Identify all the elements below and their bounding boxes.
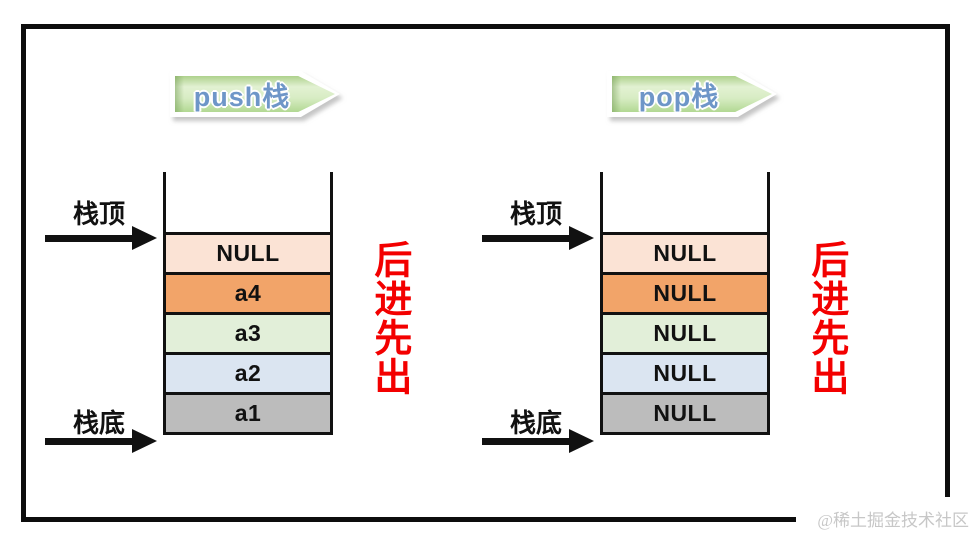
stack-cell: a1	[166, 392, 330, 435]
push-stack-banner-label: push栈	[193, 81, 291, 112]
stack-cell: NULL	[166, 232, 330, 272]
arrow-shaft	[482, 234, 569, 242]
stack-cell: NULL	[603, 392, 767, 435]
arrow-shaft	[45, 437, 132, 445]
stack-top-arrow-icon	[482, 226, 594, 250]
stack-cell: NULL	[603, 232, 767, 272]
arrow-head	[132, 429, 157, 453]
stack-cell: a3	[166, 312, 330, 352]
stack-bottom-arrow-icon	[45, 429, 157, 453]
stack-top-arrow-icon	[45, 226, 157, 250]
stack-cell: NULL	[603, 352, 767, 392]
stack-top-label: 栈顶	[72, 199, 125, 229]
arrow-shaft	[45, 234, 132, 242]
stack-cell: NULL	[603, 312, 767, 352]
banner-arrow-fill	[612, 76, 772, 112]
arrow-head	[569, 429, 594, 453]
stack-cell: NULL	[603, 272, 767, 312]
pop-stack-container: NULL NULL NULL NULL NULL	[600, 172, 770, 435]
arrow-shaft	[482, 437, 569, 445]
arrow-head	[132, 226, 157, 250]
stack-cell: a2	[166, 352, 330, 392]
banner-arrow-fill	[175, 76, 335, 112]
pop-stack-banner-label: pop栈	[638, 81, 720, 112]
stack-empty-space	[166, 172, 330, 232]
lifo-annotation: 后进先出	[804, 240, 847, 396]
stack-cell: a4	[166, 272, 330, 312]
push-stack-container: NULL a4 a3 a2 a1	[163, 172, 333, 435]
arrow-head	[569, 226, 594, 250]
pop-stack-banner: pop栈	[607, 71, 777, 117]
stack-top-label: 栈顶	[509, 199, 562, 229]
stack-bottom-arrow-icon	[482, 429, 594, 453]
push-stack-banner: push栈	[170, 71, 340, 117]
push-stack-panel: push栈 栈顶 NULL a4 a3 a2 a1 栈底 后进先出	[0, 0, 460, 539]
pop-stack-panel: pop栈 栈顶 NULL NULL NULL NULL NULL 栈底 后进先出	[437, 0, 897, 539]
stack-empty-space	[603, 172, 767, 232]
stack-bottom-label: 栈底	[509, 408, 562, 438]
lifo-annotation: 后进先出	[367, 240, 410, 396]
watermark: @稀土掘金技术社区	[796, 497, 969, 539]
stack-bottom-label: 栈底	[72, 408, 125, 438]
